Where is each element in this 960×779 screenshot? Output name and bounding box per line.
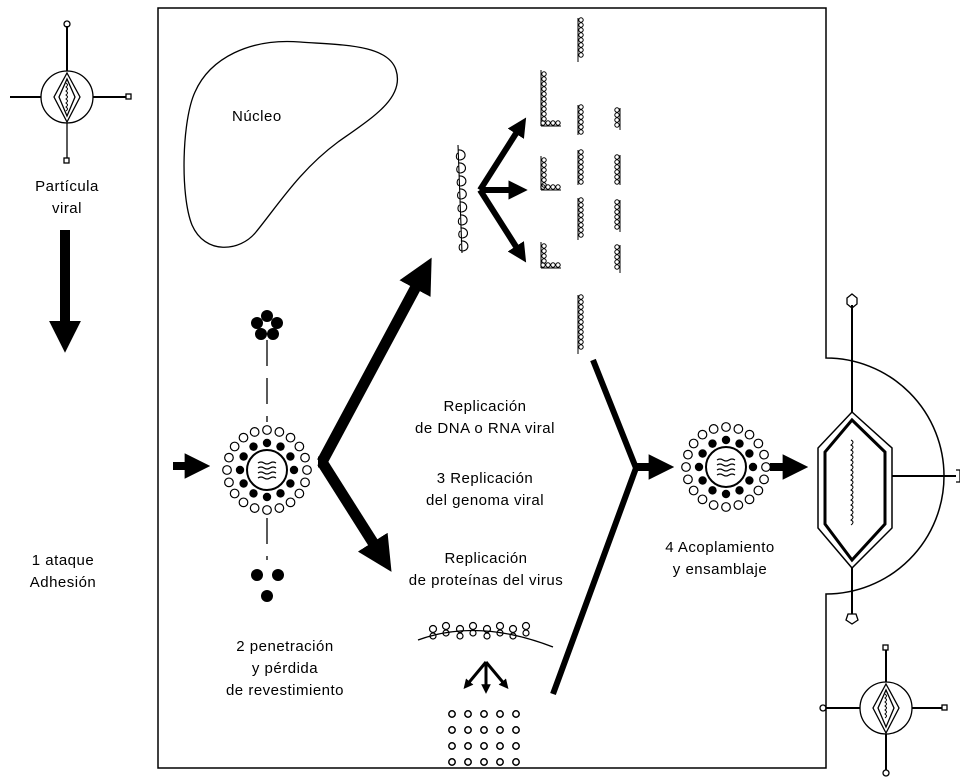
dna-rna-replication-label: Replicación de DNA o RNA viral — [415, 398, 555, 437]
process-arrows — [48, 117, 809, 696]
genome-replication-label: 3 Replicación del genoma viral — [425, 470, 545, 509]
protein-synthesis-icon — [417, 621, 554, 766]
parent-genome-strand — [455, 144, 469, 254]
protein-replication-label: Replicación de proteínas del virus — [408, 550, 564, 589]
viral-particle-label: Partícula viral — [35, 178, 99, 217]
penetration-label: 2 penetración y pérdida de revestimiento — [225, 638, 345, 699]
mature-virus-budding-icon — [817, 293, 960, 625]
penetrating-virion-icon — [222, 310, 312, 602]
cell-membrane — [157, 7, 945, 769]
replicated-genome-strands — [540, 17, 621, 354]
attachment-label: 1 ataque Adhesión — [29, 552, 97, 591]
assembling-virion-icon — [681, 422, 771, 512]
free-viral-particle-icon — [10, 20, 132, 164]
assembly-label: 4 Acoplamiento y ensamblaje — [665, 539, 775, 578]
nucleus-label: Núcleo — [232, 108, 282, 125]
nucleus-outline — [183, 40, 399, 248]
released-virion-icon — [819, 644, 948, 777]
